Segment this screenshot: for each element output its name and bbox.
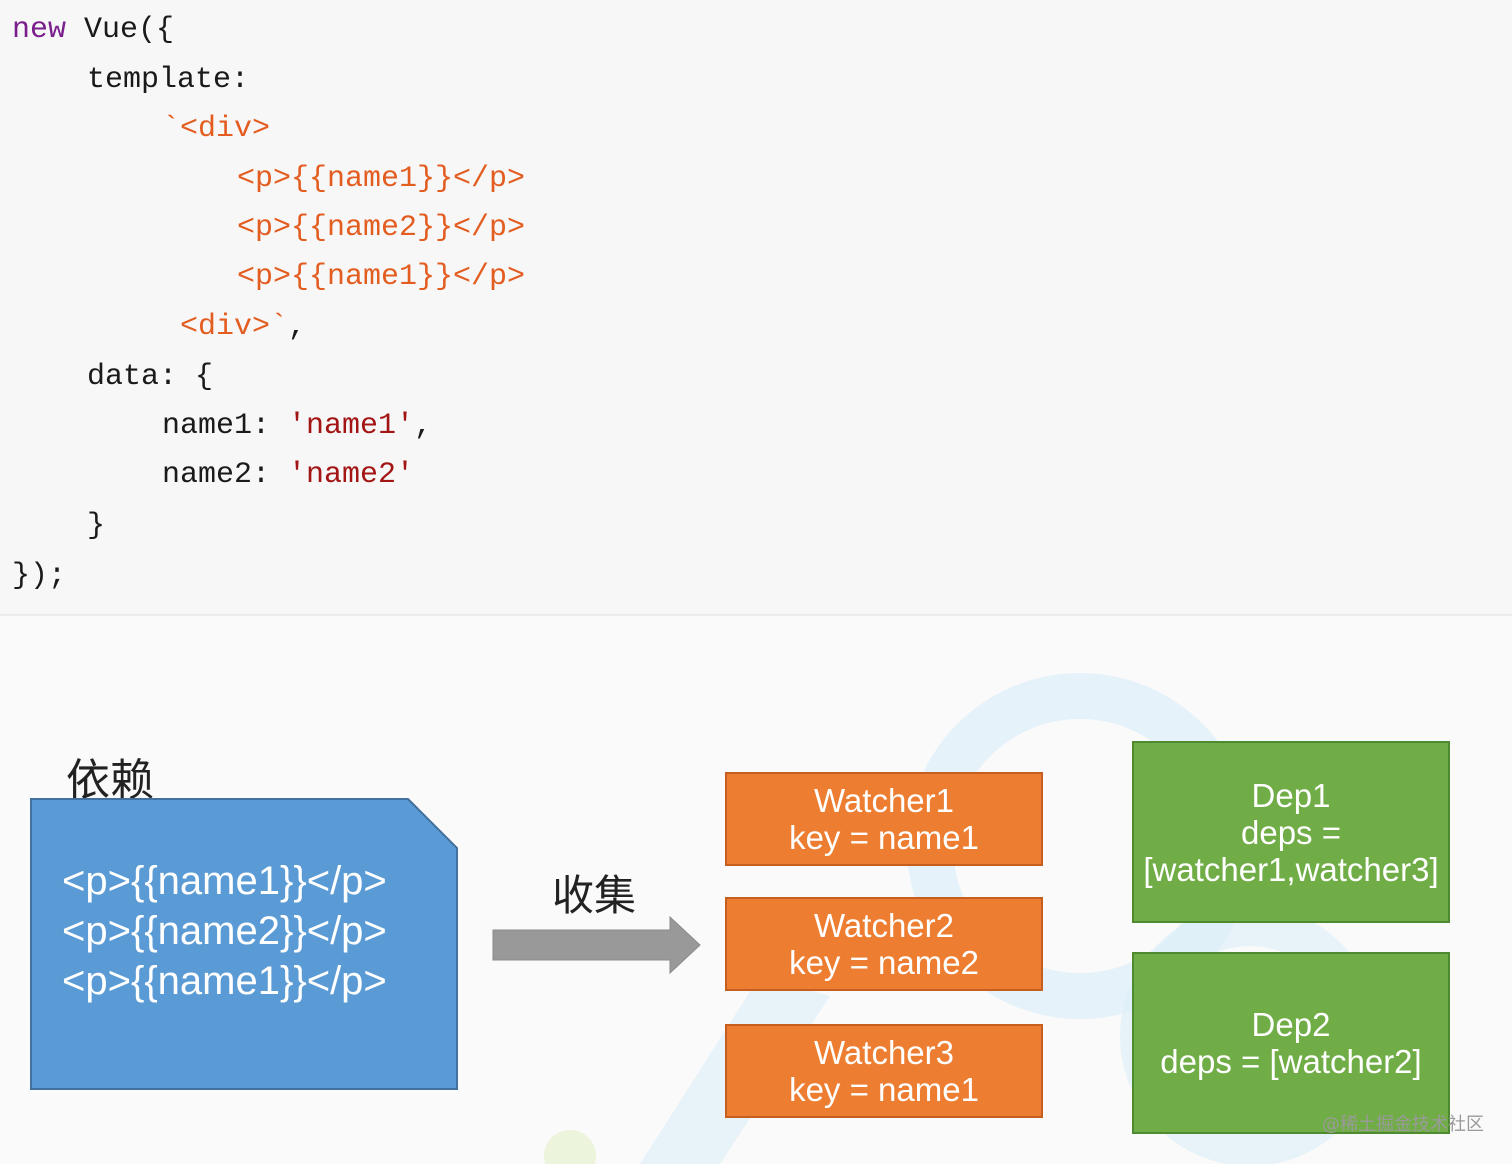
watcher-name: Watcher1 [814, 782, 954, 819]
code-line-10: name2: 'name2' [162, 457, 414, 493]
code-line-6: <p>{{name1}}</p> [237, 260, 526, 294]
code-punct: , [414, 409, 433, 443]
template-card: <p>{{name1}}</p> <p>{{name2}}</p> <p>{{nam… [30, 798, 458, 1090]
template-close: <div>` [180, 310, 289, 344]
code-key: name1: [162, 409, 289, 443]
dependency-title: 依赖 [66, 755, 154, 806]
template-line: <p>{{name2}}</p> [62, 909, 387, 953]
watcher-box-1: Watcher1 key = name1 [725, 772, 1043, 866]
watcher-key: key = name2 [789, 944, 979, 981]
watcher-key: key = name1 [789, 1071, 979, 1108]
code-string: 'name2' [288, 458, 415, 492]
template-line: <p>{{name1}}</p> [62, 959, 387, 1003]
template-line: <p>{{name1}}</p> [62, 859, 387, 903]
dep-box-2: Dep2 deps = [watcher2] [1132, 952, 1450, 1134]
code-key: name2: [162, 458, 289, 492]
dep-name: Dep1 [1251, 776, 1331, 814]
template-card-shape [30, 798, 458, 1090]
dep-deps-label: deps = [1241, 813, 1341, 851]
code-line-2: template: [87, 63, 250, 97]
dep-deps-value: deps = [watcher2] [1160, 1043, 1422, 1080]
dependency-diagram: 依赖 <p>{{name1}}</p><p>{{name2}}</p><p>{{… [0, 616, 1512, 1164]
collect-label: 收集 [552, 871, 637, 920]
code-line-3: `<div> [162, 112, 271, 146]
code-line-9: name1: 'name1', [162, 408, 432, 444]
code-text: Vue({ [66, 13, 175, 47]
collect-arrow-icon [492, 916, 701, 974]
dep-box-1: Dep1 deps = [watcher1,watcher3] [1132, 741, 1450, 923]
watcher-name: Watcher3 [814, 1034, 954, 1071]
watcher-name: Watcher2 [814, 907, 954, 944]
code-line-5: <p>{{name2}}</p> [237, 211, 526, 245]
dep-deps-value: [watcher1,watcher3] [1143, 850, 1439, 888]
code-line-11: } [87, 509, 106, 543]
watermark: @稀土掘金技术社区 [1322, 1114, 1484, 1135]
code-line-1: new Vue({ [12, 12, 174, 48]
keyword-new: new [12, 13, 67, 47]
code-line-12: }); [12, 559, 67, 593]
code-line-4: <p>{{name1}}</p> [237, 162, 526, 196]
code-block: new Vue({ template: `<div> <p>{{name1}}<… [0, 12, 1512, 616]
watcher-box-3: Watcher3 key = name1 [725, 1024, 1043, 1118]
dep-name: Dep2 [1251, 1006, 1331, 1043]
code-punct: , [288, 310, 307, 344]
watcher-key: key = name1 [789, 819, 979, 856]
template-lines: <p>{{name1}}</p> <p>{{name2}}</p> <p>{{nam… [62, 856, 387, 1006]
code-line-7: <div>`, [180, 309, 306, 345]
code-string: 'name1' [288, 409, 415, 443]
watcher-box-2: Watcher2 key = name2 [725, 897, 1043, 991]
code-line-8: data: { [87, 360, 214, 394]
